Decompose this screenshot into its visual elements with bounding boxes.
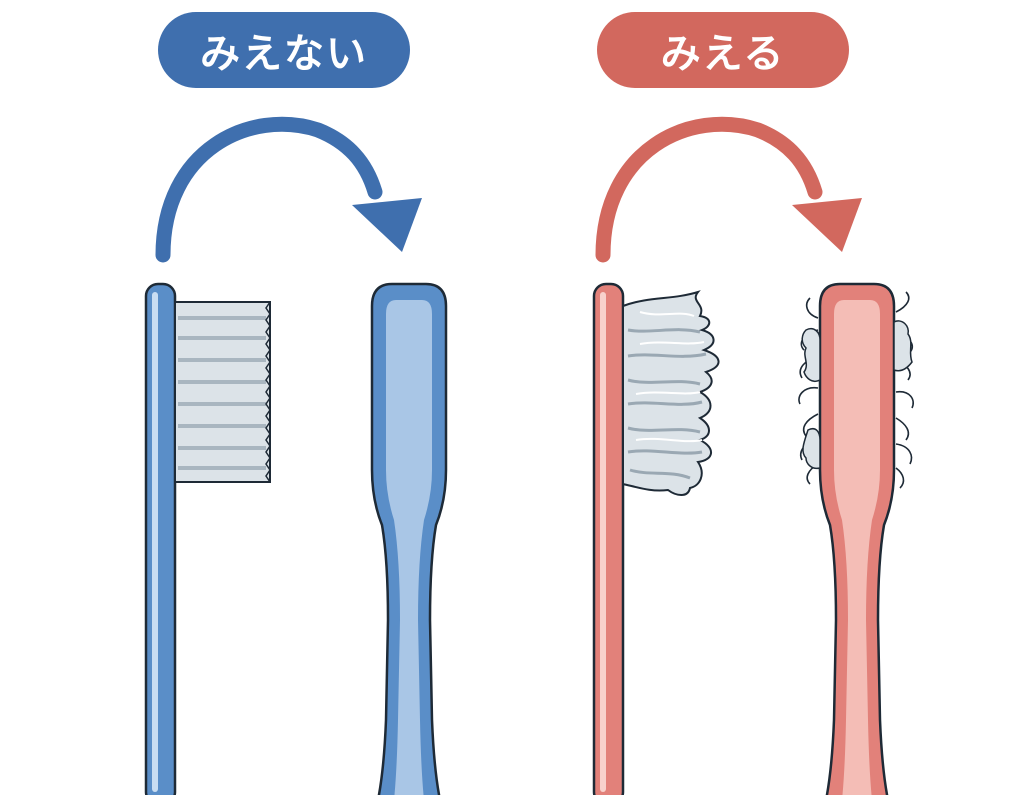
neat-bristles (174, 301, 271, 483)
toothbrush-back-view-red (798, 282, 914, 795)
toothbrush-back-view-blue (370, 282, 448, 795)
label-visible: みえる (597, 12, 849, 88)
curved-arrow-right-icon-red (595, 116, 862, 263)
splayed-bristles (622, 290, 720, 496)
label-not-visible: みえない (158, 12, 410, 88)
new-toothbrush-side-view (144, 282, 271, 795)
curved-arrow-right-icon (155, 116, 422, 263)
bristle-clumps (801, 320, 913, 470)
worn-toothbrush-side-view (592, 282, 720, 795)
